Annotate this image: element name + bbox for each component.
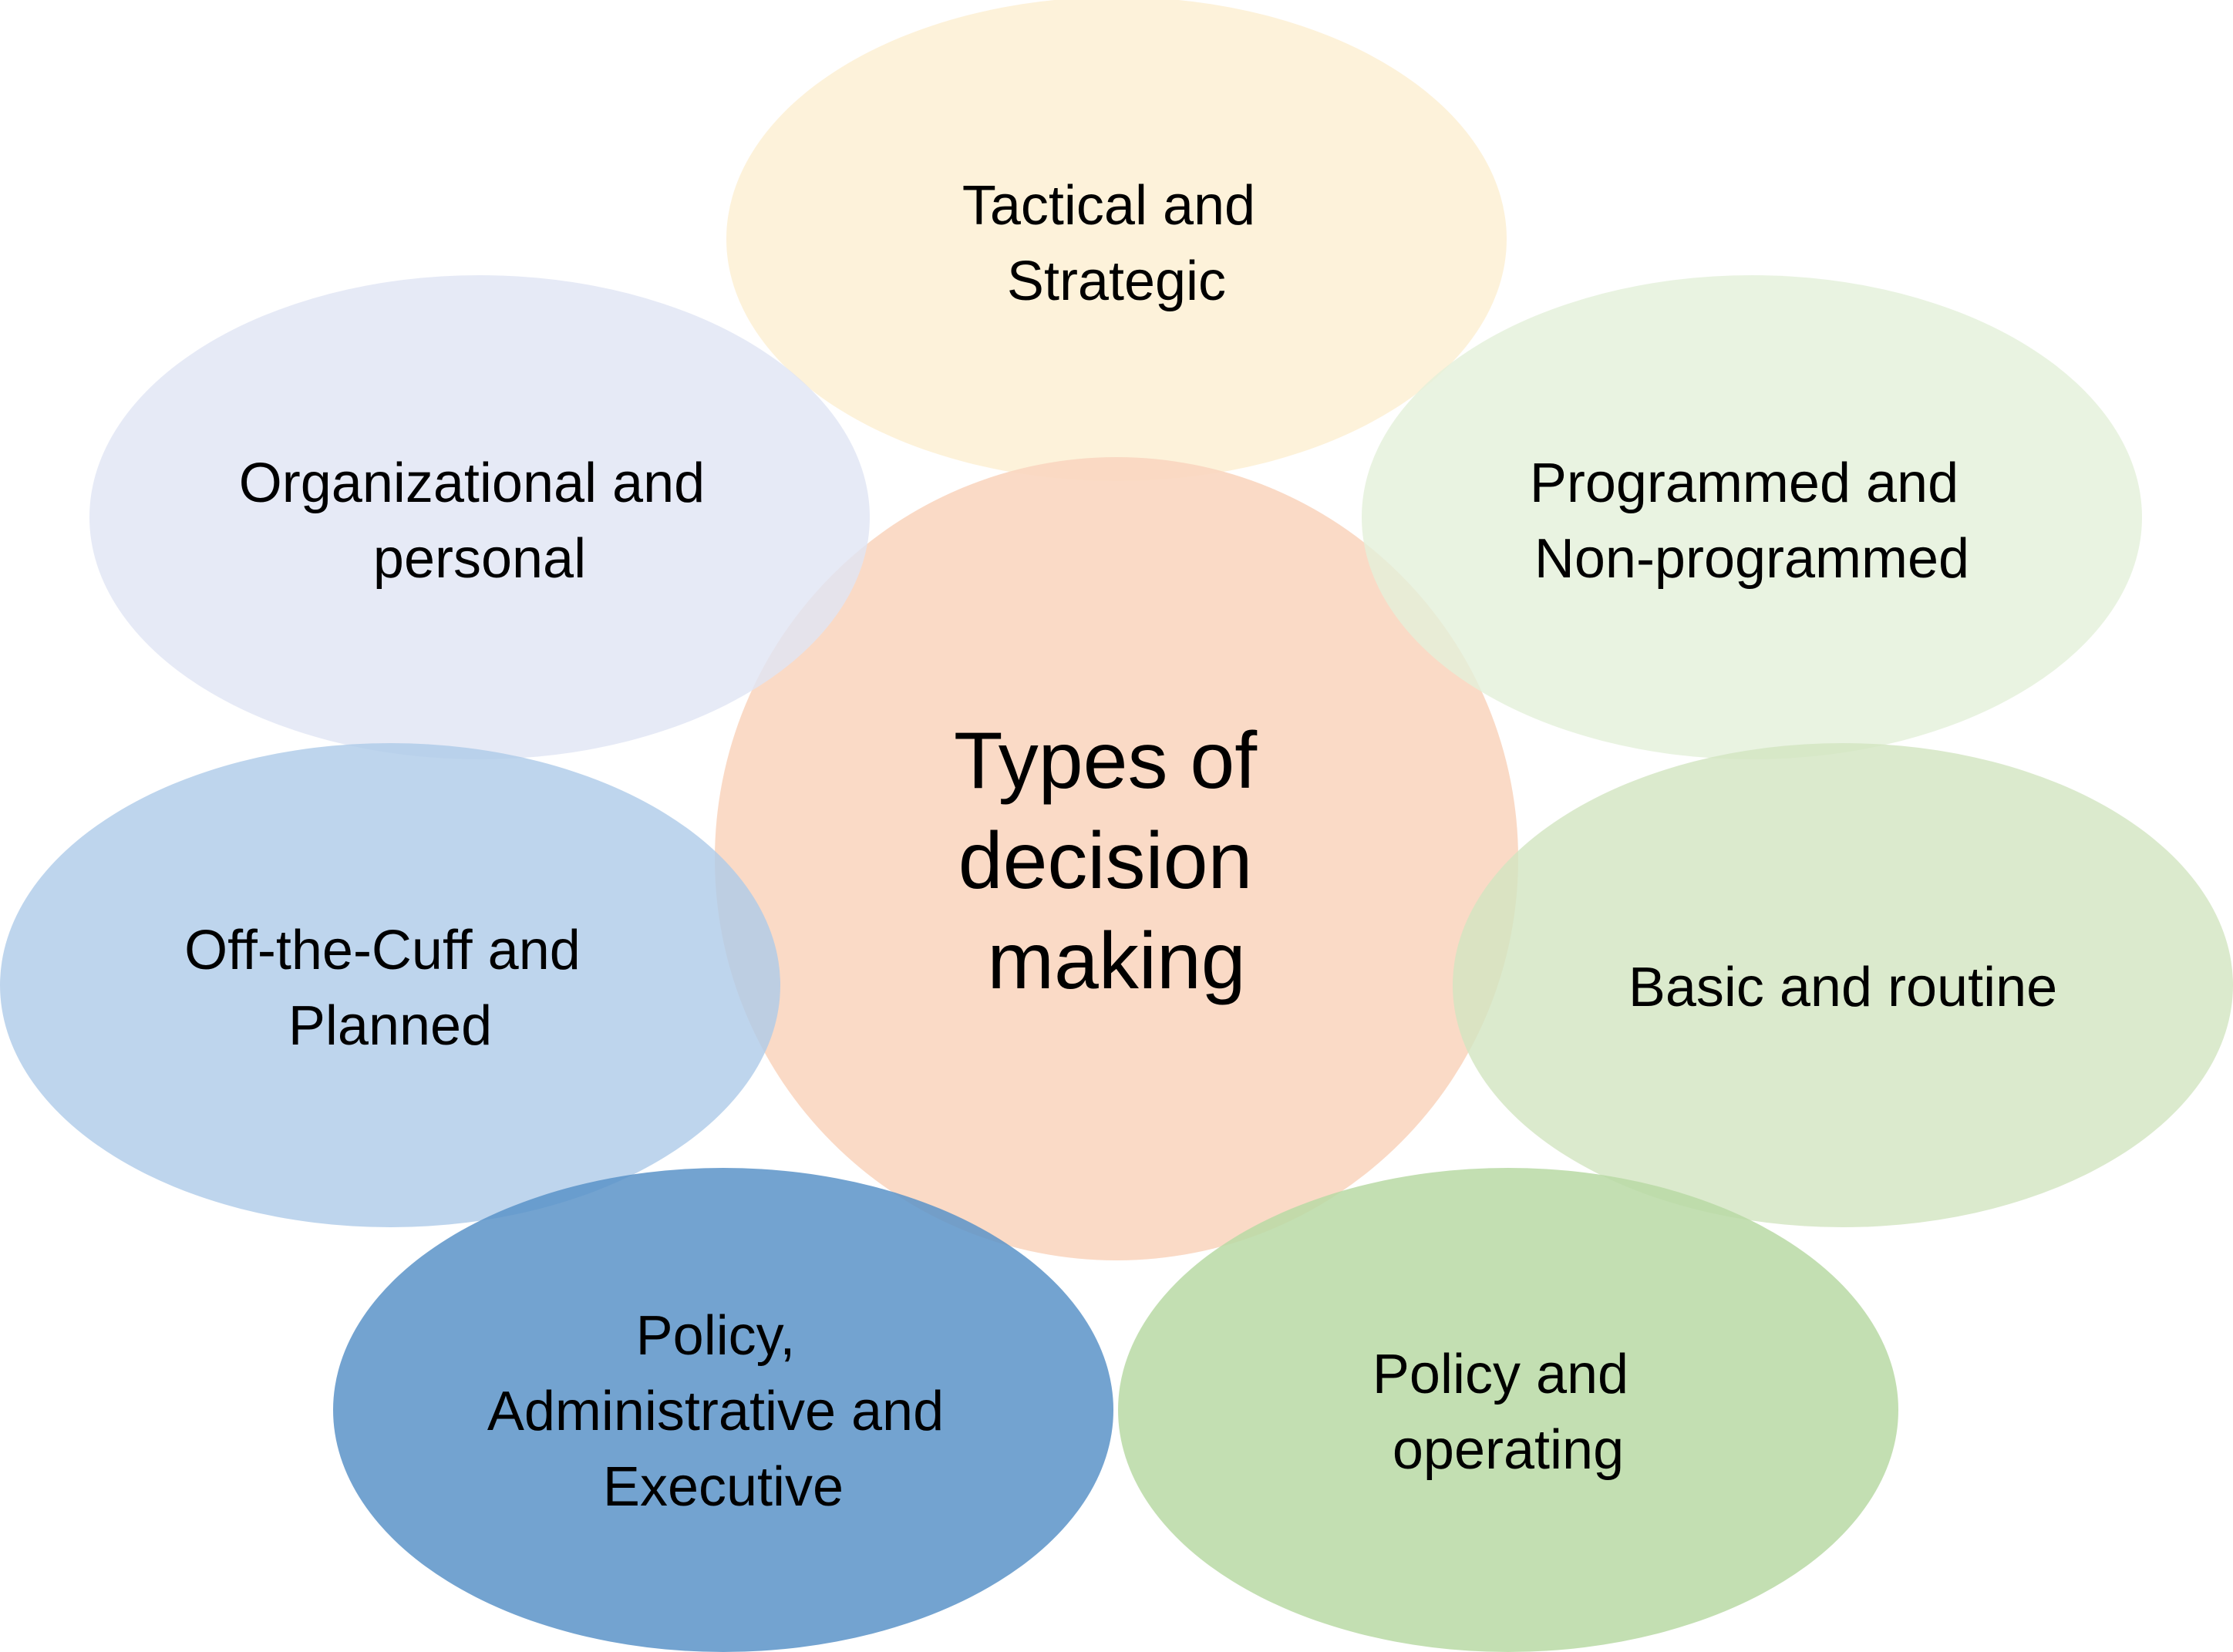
node-off-the-cuff-shape — [0, 743, 780, 1227]
label-line: Organizational and — [239, 453, 705, 514]
label-line: Off-the-Cuff and — [184, 920, 581, 981]
label-line: Planned — [288, 995, 492, 1057]
label-line: Policy, — [636, 1305, 796, 1367]
node-programmed-shape — [1362, 275, 2142, 759]
node-basic-label: Basic and routine — [1628, 957, 2057, 1018]
node-programmed-label: Programmed and Non-programmed — [1530, 453, 1974, 590]
node-organizational-shape — [89, 275, 870, 759]
label-line: Strategic — [1007, 251, 1226, 312]
node-policy-operating-label: Policy and operating — [1372, 1344, 1644, 1481]
node-policy-operating-shape — [1118, 1168, 1898, 1652]
node-organizational-label: Organizational and personal — [239, 453, 720, 590]
label-line: operating — [1393, 1419, 1624, 1481]
node-policy-admin-shape — [333, 1168, 1113, 1652]
node-basic-shape — [1453, 743, 2233, 1227]
center-line: Types of — [954, 716, 1258, 806]
label-line: Administrative and — [487, 1381, 944, 1442]
label-line: Non-programmed — [1534, 528, 1969, 590]
label-line: Executive — [603, 1456, 844, 1518]
center-line: decision — [958, 816, 1253, 906]
center-label: Types of decision making — [954, 716, 1279, 1006]
node-off-the-cuff-label: Off-the-Cuff and Planned — [184, 920, 596, 1057]
node-tactical-shape — [726, 0, 1507, 481]
label-line: Basic and routine — [1628, 957, 2057, 1018]
center-circle — [715, 457, 1518, 1260]
label-line: Programmed and — [1530, 453, 1959, 514]
node-tactical-label: Tactical and Strategic — [962, 175, 1271, 312]
label-line: Policy and — [1372, 1344, 1628, 1405]
label-line: Tactical and — [962, 175, 1255, 237]
label-line: personal — [373, 528, 586, 590]
center-line: making — [987, 917, 1245, 1006]
node-policy-admin-label: Policy, Administrative and Executive — [487, 1305, 959, 1518]
